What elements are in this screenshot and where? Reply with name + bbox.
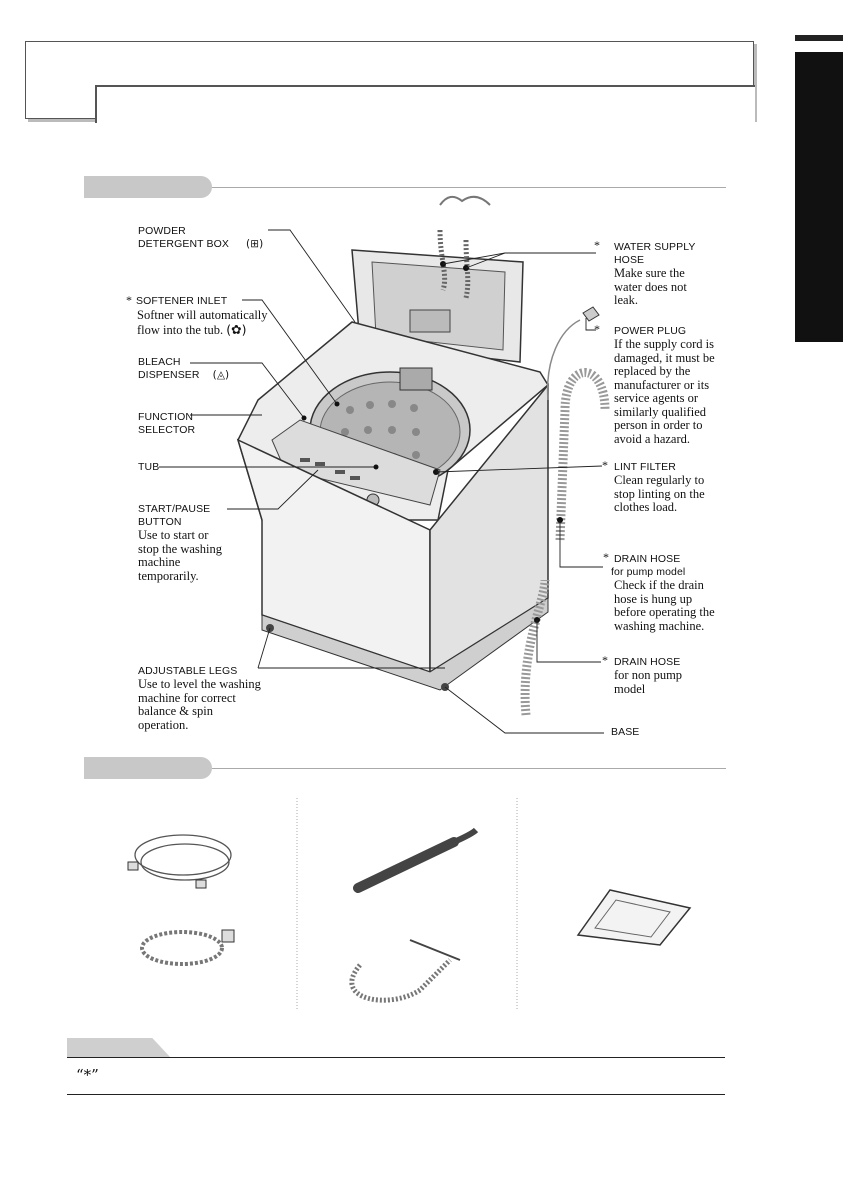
lint-filter-desc: stop linting on the <box>614 486 705 501</box>
drain-hose-pump-line2: for pump model <box>611 566 686 578</box>
water-supply-line1: WATER SUPPLY <box>614 241 696 253</box>
lint-filter-block: * LINT FILTER Clean regularly to stop li… <box>602 458 705 515</box>
start-pause-desc: machine <box>138 555 181 569</box>
side-tab-marker <box>795 35 843 41</box>
adjustable-legs-label: ADJUSTABLE LEGS <box>138 665 238 677</box>
lint-filter-label: LINT FILTER <box>614 461 676 473</box>
adjustable-legs-desc: machine for correct <box>138 690 236 705</box>
water-supply-desc: leak. <box>614 293 638 307</box>
note-rule-bottom <box>67 1094 725 1095</box>
water-supply-desc: water does not <box>614 279 687 294</box>
start-pause-line1: START/PAUSE <box>138 503 211 515</box>
adjustable-legs-desc: operation. <box>138 717 189 732</box>
powder-detergent-line2: DETERGENT BOX <box>138 238 229 250</box>
power-plug-label: POWER PLUG <box>614 325 687 337</box>
start-pause-block: START/PAUSE BUTTON Use to start or stop … <box>138 503 222 583</box>
drain-hose-pump-star: * <box>603 550 609 564</box>
drain-hose-nonpump-star: * <box>602 653 608 667</box>
note-asterisk-mark: “*” <box>76 1066 99 1084</box>
drain-hose-nonpump-block: * DRAIN HOSE for non pump model <box>602 653 683 696</box>
power-plug-desc: similarly qualified <box>614 404 706 419</box>
power-plug-star: * <box>594 322 600 336</box>
drain-hose-nonpump-label: DRAIN HOSE <box>614 656 681 668</box>
softener-desc1: Softner will automatically <box>137 308 268 322</box>
section-header-parts <box>84 176 212 198</box>
lint-filter-desc: clothes load. <box>614 500 678 514</box>
powder-detergent-line1: POWDER <box>138 225 186 237</box>
lint-filter-desc: Clean regularly to <box>614 473 705 487</box>
water-supply-line2: HOSE <box>614 254 645 266</box>
power-plug-desc: service agents or <box>614 391 698 405</box>
adjustable-legs-desc: balance & spin <box>138 704 213 718</box>
note-rule-top <box>67 1057 725 1058</box>
drain-hose-pump-block: * DRAIN HOSE for pump model Check if the… <box>603 550 715 633</box>
function-selector-line2: SELECTOR <box>138 424 196 436</box>
power-plug-desc: person in order to <box>614 418 703 432</box>
water-supply-hose-block: * WATER SUPPLY HOSE Make sure the water … <box>594 238 696 308</box>
bleach-label: BLEACH DISPENSER (◬) <box>138 356 229 382</box>
bleach-line2: DISPENSER <box>138 369 200 381</box>
drain-hose-pump-desc: before operating the <box>614 605 715 619</box>
section-divider-accessories <box>212 768 726 769</box>
start-pause-desc: temporarily. <box>138 568 199 583</box>
powder-detergent-line2-row: DETERGENT BOX (⊞) <box>138 238 263 251</box>
note-tab <box>67 1038 171 1058</box>
drain-hose-pump-desc: Check if the drain <box>614 578 704 592</box>
water-supply-desc: Make sure the <box>614 266 685 280</box>
side-language-tab <box>795 52 843 342</box>
water-supply-star: * <box>594 238 600 252</box>
adjustable-legs-desc: Use to level the washing <box>138 677 261 691</box>
drain-hose-nonpump-desc: model <box>614 681 646 696</box>
bleach-line2-row: DISPENSER (◬) <box>138 369 229 382</box>
start-pause-desc: Use to start or <box>138 528 209 542</box>
softener-label-block: * SOFTENER INLET Softner will automatica… <box>126 291 268 337</box>
drain-hose-pump-desc: hose is hung up <box>614 591 693 606</box>
title-frame-front <box>95 85 755 123</box>
drain-hose-nonpump-desc: for non pump <box>614 668 683 682</box>
power-plug-desc: replaced by the <box>614 364 691 378</box>
softener-desc2-row: flow into the tub. (✿) <box>137 321 268 338</box>
function-selector-line1: FUNCTION <box>138 411 194 423</box>
bleach-line1: BLEACH <box>138 356 181 368</box>
drain-hose-pump-line1: DRAIN HOSE <box>614 553 681 565</box>
lint-filter-star: * <box>602 458 608 472</box>
powder-detergent-icon: (⊞) <box>246 238 264 250</box>
section-header-accessories <box>84 757 212 779</box>
power-plug-desc: If the supply cord is <box>614 337 714 351</box>
softener-star: * <box>126 293 132 307</box>
powder-detergent-label: POWDER DETERGENT BOX (⊞) <box>138 225 263 251</box>
tub-label: TUB <box>138 461 160 473</box>
bleach-icon: (◬) <box>212 369 230 381</box>
softener-label: SOFTENER INLET <box>136 295 228 307</box>
softener-icon: (✿) <box>226 321 247 337</box>
start-pause-line2: BUTTON <box>138 516 182 528</box>
power-plug-block: * POWER PLUG If the supply cord is damag… <box>594 322 715 446</box>
section-divider-parts <box>212 187 726 188</box>
adjustable-legs-block: ADJUSTABLE LEGS Use to level the washing… <box>138 665 261 732</box>
function-selector-label: FUNCTION SELECTOR <box>138 411 195 437</box>
base-label: BASE <box>611 726 640 738</box>
softener-desc2: flow into the tub. <box>137 322 224 337</box>
power-plug-desc: avoid a hazard. <box>614 431 691 446</box>
power-plug-desc: manufacturer or its <box>614 377 710 392</box>
drain-hose-pump-desc: washing machine. <box>614 618 705 633</box>
start-pause-desc: stop the washing <box>138 541 223 556</box>
power-plug-desc: damaged, it must be <box>614 350 715 365</box>
